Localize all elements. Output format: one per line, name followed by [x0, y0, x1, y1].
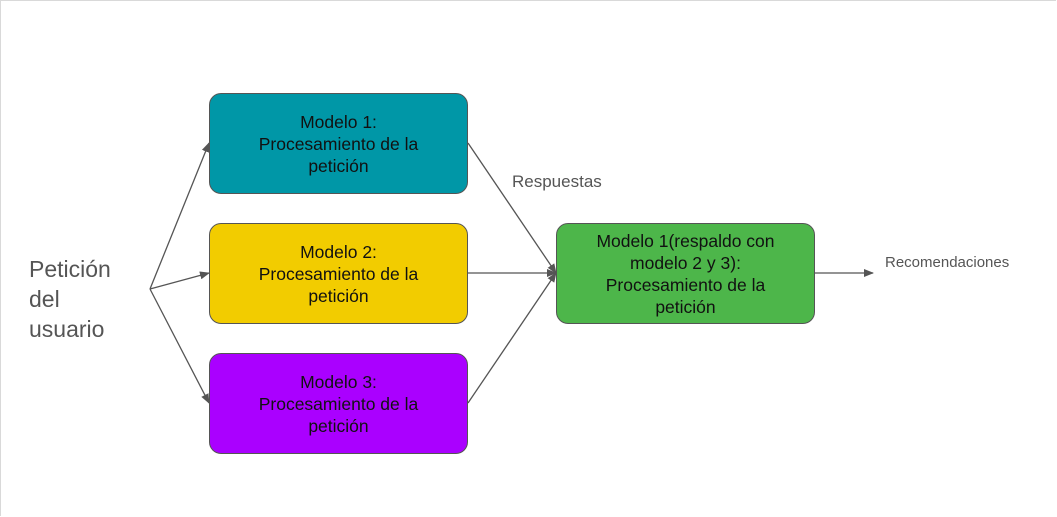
aggregator-model-text: Modelo 1(respaldo con modelo 2 y 3): Pro…: [596, 230, 775, 317]
arrow-input-to-model-2: [149, 271, 210, 290]
arrow-model-3-to-aggregator: [467, 272, 557, 404]
responses-label: Respuestas: [512, 172, 602, 191]
arrow-input-to-model-3: [149, 288, 210, 404]
model-1-box: Modelo 1: Procesamiento de la petición: [209, 93, 468, 194]
model-3-box: Modelo 3: Procesamiento de la petición: [209, 353, 468, 454]
model-3-text: Modelo 3: Procesamiento de la petición: [258, 371, 419, 436]
model-1-text: Modelo 1: Procesamiento de la petición: [258, 111, 419, 176]
model-2-text: Modelo 2: Procesamiento de la petición: [258, 241, 419, 306]
recommendations-label: Recomendaciones: [885, 254, 1010, 271]
aggregator-model-box: Modelo 1(respaldo con modelo 2 y 3): Pro…: [556, 223, 815, 324]
arrow-model-1-to-aggregator: [467, 142, 557, 274]
user-request-label: Petición del usuario: [29, 256, 111, 342]
arrow-input-to-model-1: [149, 142, 210, 290]
model-2-box: Modelo 2: Procesamiento de la petición: [209, 223, 468, 324]
